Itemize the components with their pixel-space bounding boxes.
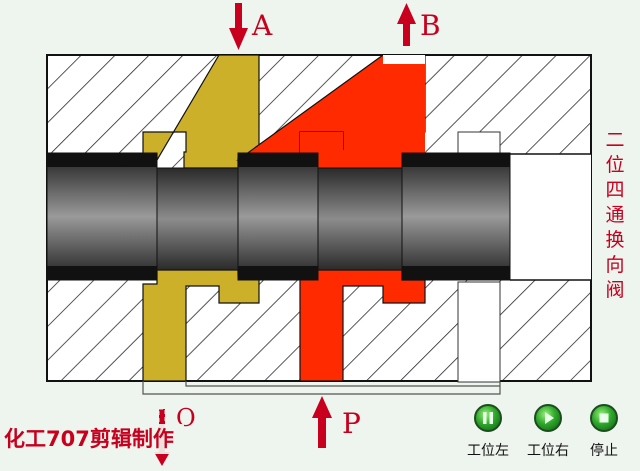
valve-title-vertical: 二位四通换向阀 [605, 129, 625, 301]
bottom-return-passage [142, 381, 501, 395]
position-left-button[interactable]: 工位左 [456, 404, 520, 460]
watermark-text: 化工707剪辑制作 [0, 424, 184, 454]
position-right-button[interactable]: 工位右 [516, 404, 580, 460]
stop-icon [590, 404, 618, 432]
arrow-icon [534, 404, 562, 432]
stop-button[interactable]: 停止 [572, 404, 636, 460]
upper-right-vent [457, 131, 501, 157]
position-right-label: 工位右 [527, 443, 569, 459]
a-port-arrow [229, 3, 248, 50]
stop-label: 停止 [590, 443, 618, 459]
spool-neck-1 [156, 167, 239, 271]
spool-right-land [401, 152, 511, 281]
b-port-arrow [397, 3, 416, 46]
right-bore [510, 154, 591, 280]
port-label-p: P [342, 407, 361, 440]
pressure-chamber-upper [300, 132, 402, 168]
position-left-label: 工位左 [467, 443, 509, 459]
p-port-arrow [312, 396, 332, 448]
spool-left-land [46, 152, 158, 281]
b-port-column [383, 62, 425, 158]
spool-neck-2 [317, 167, 403, 271]
port-label-a: A [252, 9, 273, 42]
port-label-b: B [420, 9, 441, 42]
lower-right-vent [457, 281, 501, 383]
spool-middle-land [237, 152, 319, 281]
pause-icon [474, 404, 502, 432]
